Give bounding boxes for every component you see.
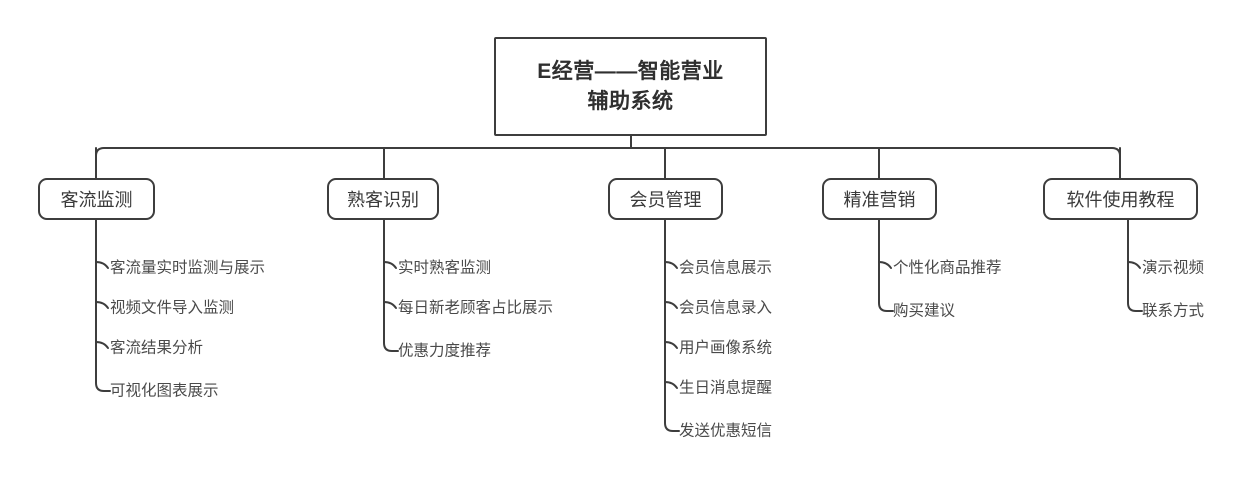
leaf-item[interactable]: 生日消息提醒 bbox=[679, 379, 773, 397]
leaf-item[interactable]: 演示视频 bbox=[1142, 259, 1205, 277]
stub-1-3 bbox=[95, 341, 109, 349]
leaf-item[interactable]: 优惠力度推荐 bbox=[398, 342, 492, 360]
leaf-item[interactable]: 个性化商品推荐 bbox=[893, 259, 1002, 277]
stub-1-2 bbox=[95, 301, 109, 309]
stub-4-1 bbox=[878, 261, 892, 269]
leaf-item[interactable]: 每日新老顾客占比展示 bbox=[398, 299, 554, 317]
root-title-line-2: 辅助系统 bbox=[587, 89, 674, 113]
branch-node-huiyuanguanli[interactable]: 会员管理 bbox=[608, 178, 723, 220]
leaf-item[interactable]: 发送优惠短信 bbox=[679, 422, 773, 440]
branch-label: 客流监测 bbox=[60, 190, 133, 210]
spine-branch-3 bbox=[664, 219, 680, 432]
branch-label: 精准营销 bbox=[843, 190, 916, 210]
leaf-item[interactable]: 会员信息展示 bbox=[679, 259, 773, 277]
stub-2-1 bbox=[383, 261, 397, 269]
spine-branch-2 bbox=[383, 219, 399, 352]
stub-3-4 bbox=[664, 381, 678, 389]
branch-label: 软件使用教程 bbox=[1066, 190, 1175, 210]
root-title-line-1: E经营——智能营业 bbox=[537, 59, 724, 83]
branch-label: 熟客识别 bbox=[347, 190, 419, 210]
spine-branch-5 bbox=[1127, 219, 1143, 312]
spine-branch-4 bbox=[878, 219, 894, 312]
leaf-item[interactable]: 购买建议 bbox=[893, 302, 956, 320]
leaf-item[interactable]: 可视化图表展示 bbox=[110, 382, 219, 400]
stub-2-2 bbox=[383, 301, 397, 309]
stub-1-1 bbox=[95, 261, 109, 269]
leaf-item[interactable]: 用户画像系统 bbox=[679, 339, 773, 357]
stub-3-1 bbox=[664, 261, 678, 269]
stub-5-1 bbox=[1127, 261, 1141, 269]
root-node[interactable]: E经营——智能营业 辅助系统 bbox=[494, 37, 767, 136]
stub-3-3 bbox=[664, 341, 678, 349]
stub-3-2 bbox=[664, 301, 678, 309]
branch-node-ruanjianjiaocheng[interactable]: 软件使用教程 bbox=[1043, 178, 1198, 220]
leaf-item[interactable]: 联系方式 bbox=[1142, 302, 1205, 320]
branch-node-jingzhunyingxiao[interactable]: 精准营销 bbox=[822, 178, 937, 220]
leaf-item[interactable]: 视频文件导入监测 bbox=[110, 299, 235, 317]
leaf-item[interactable]: 会员信息录入 bbox=[679, 299, 773, 317]
leaf-item[interactable]: 客流结果分析 bbox=[110, 339, 204, 357]
branch-label: 会员管理 bbox=[629, 190, 702, 210]
branch-node-shukeshibie[interactable]: 熟客识别 bbox=[327, 178, 439, 220]
branch-node-kelijiance[interactable]: 客流监测 bbox=[38, 178, 155, 220]
leaf-item[interactable]: 客流量实时监测与展示 bbox=[110, 259, 266, 277]
spine-branch-1 bbox=[95, 219, 111, 392]
leaf-item[interactable]: 实时熟客监测 bbox=[398, 259, 492, 277]
branch-bus bbox=[95, 147, 1121, 179]
